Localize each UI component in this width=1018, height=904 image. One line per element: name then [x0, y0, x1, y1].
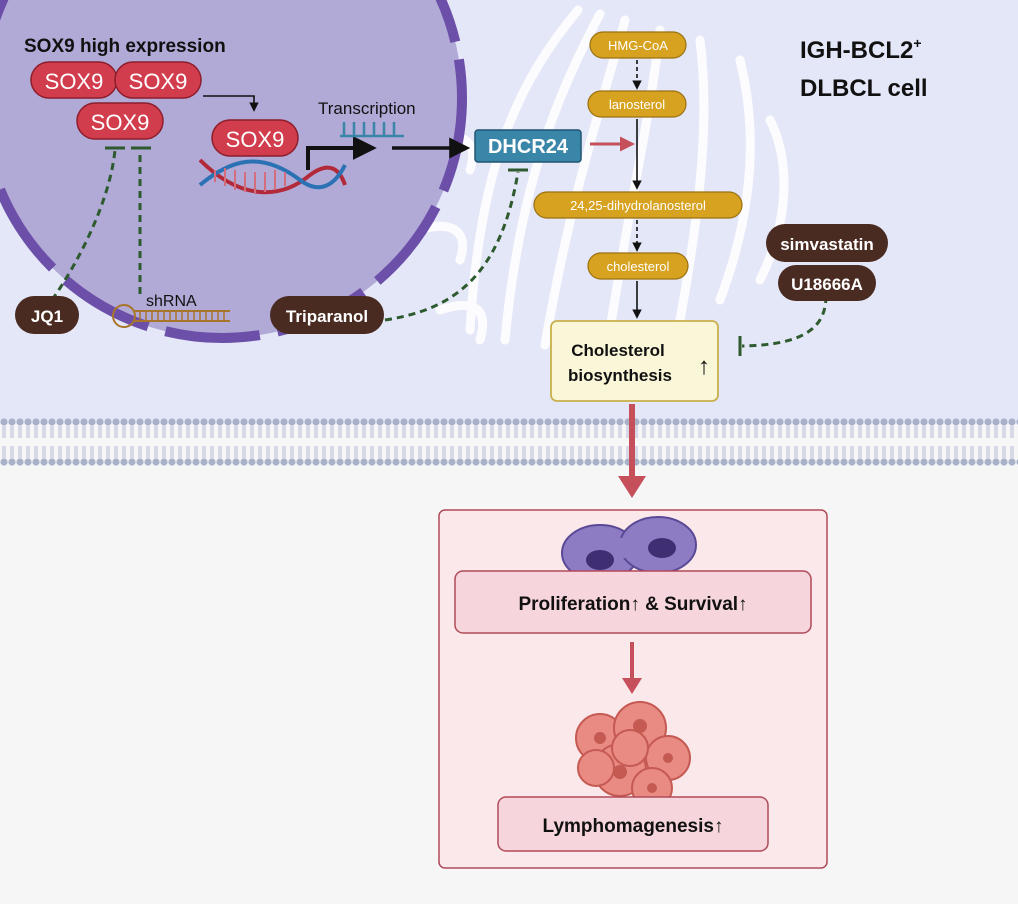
sox9-protein: SOX9	[76, 102, 164, 140]
proliferation-box: Proliferation↑ & Survival↑	[454, 570, 812, 634]
pathway-dihydrolanosterol: 24,25-dihydrolanosterol	[533, 191, 743, 219]
nucleus-title: SOX9 high expression	[24, 36, 226, 57]
simvastatin-label: simvastatin	[780, 235, 874, 254]
shrna-label: shRNA	[146, 293, 197, 310]
transcription-start-arrow	[306, 136, 377, 170]
shrna-icon	[112, 304, 230, 328]
cell-membrane	[0, 416, 1018, 468]
pathway-lanosterol: lanosterol	[587, 90, 687, 118]
up-arrow-icon: ↑	[698, 353, 710, 380]
inhibition-bars	[105, 146, 742, 356]
dividing-cell-icon	[561, 516, 697, 582]
pathway-cholesterol: cholesterol	[587, 252, 689, 280]
dhcr24-enzyme: DHCR24	[474, 129, 582, 163]
tumor-nuclei	[594, 719, 673, 793]
u18666a-label: U18666A	[791, 275, 863, 294]
pathway-hmg-coa: HMG-CoA	[589, 31, 687, 59]
outcome-arrowhead	[618, 476, 646, 498]
sox9-protein: SOX9	[114, 61, 202, 99]
dihydrolanosterol-label: 24,25-dihydrolanosterol	[570, 198, 706, 213]
lymphomagenesis-box: Lymphomagenesis↑	[497, 796, 769, 852]
sox9-label: SOX9	[45, 69, 104, 94]
simvastatin-inhibitor: simvastatin	[766, 224, 888, 262]
sox9-protein-bound: SOX9	[211, 119, 299, 157]
inhibition-lines	[50, 149, 828, 348]
transcription-label: Transcription	[318, 99, 416, 118]
hmg-coa-label: HMG-CoA	[608, 38, 668, 53]
cholesterol-label: cholesterol	[607, 259, 670, 274]
triparanol-label: Triparanol	[286, 307, 368, 326]
jq1-inhibitor: JQ1	[15, 296, 79, 334]
proliferation-label: Proliferation↑ & Survival↑	[518, 594, 747, 615]
cell-type-label-line2: DLBCL cell	[800, 75, 928, 102]
binding-arrow	[203, 95, 259, 112]
mrna-icon	[340, 122, 404, 138]
lanosterol-label: lanosterol	[609, 97, 665, 112]
lymphoma-arrowhead	[622, 678, 642, 694]
dna-helix	[198, 158, 347, 195]
u18666a-inhibitor: U18666A	[778, 265, 876, 301]
sox9-label: SOX9	[129, 69, 188, 94]
dhcr24-label: DHCR24	[488, 136, 569, 158]
cell-type-label-line1: IGH-BCL2+	[800, 35, 922, 64]
sox9-protein: SOX9	[30, 61, 118, 99]
sox9-label: SOX9	[91, 110, 150, 135]
jq1-label: JQ1	[31, 307, 63, 326]
biosynthesis-label-1: Cholesterol	[571, 341, 665, 360]
sox9-label: SOX9	[226, 127, 285, 152]
triparanol-inhibitor: Triparanol	[270, 296, 384, 334]
lymphomagenesis-label: Lymphomagenesis↑	[543, 816, 724, 837]
biosynthesis-label-2: biosynthesis	[568, 366, 672, 385]
cholesterol-biosynthesis-box: Cholesterol biosynthesis ↑	[550, 320, 719, 402]
